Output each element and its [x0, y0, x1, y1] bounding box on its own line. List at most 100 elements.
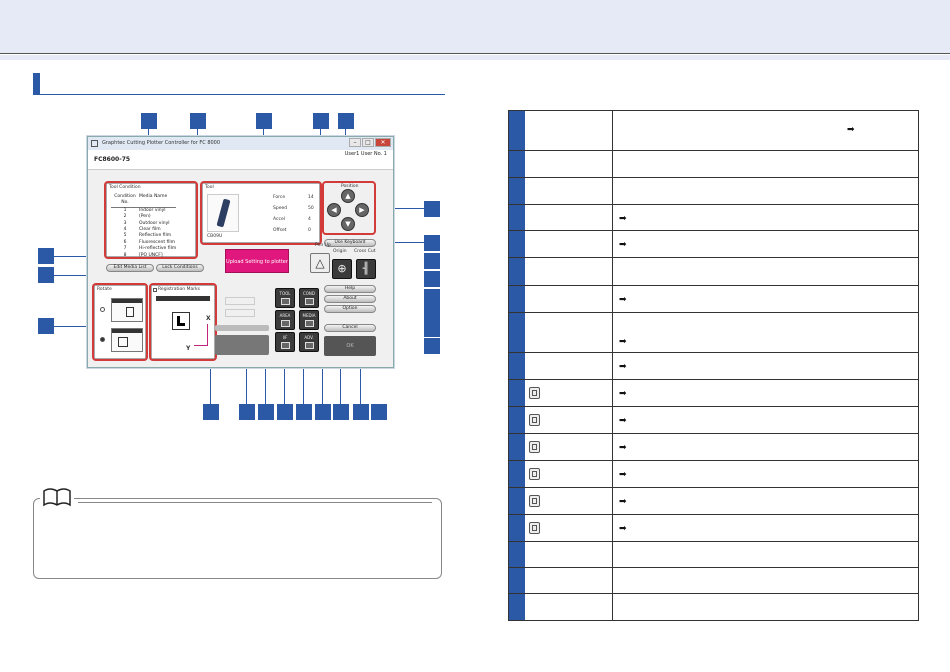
header-band: [0, 0, 950, 54]
pen-up-label: Pen Up: [315, 243, 331, 248]
table-row: ➡: [509, 461, 918, 488]
media-name: Hi-reflective film: [139, 246, 177, 252]
mark-stroke: [177, 323, 185, 326]
x-axis-label: X: [206, 315, 211, 322]
callout-marker: [203, 404, 219, 420]
media-icon: [529, 468, 540, 480]
condition-number: 2: [123, 214, 127, 220]
callout-marker: [424, 305, 440, 321]
table-row[interactable]: 3 Outdoor vinyl: [111, 221, 176, 227]
minimize-button[interactable]: –: [349, 138, 361, 147]
upload-setting-button[interactable]: Upload Setting to plotter: [225, 249, 289, 273]
row-number-cell: [509, 594, 525, 620]
pen-up-button[interactable]: △: [310, 253, 330, 273]
table-row: ➡: [509, 380, 918, 407]
tool-button-label: TOOL: [279, 291, 291, 296]
leader-line: [303, 345, 304, 404]
tool-button[interactable]: TOOL: [275, 288, 295, 308]
force-label: Force: [273, 195, 286, 200]
callout-marker: [424, 271, 440, 287]
callout-marker: [256, 113, 272, 129]
speed-value: 50: [308, 206, 314, 211]
arrow-up-button[interactable]: ▲: [341, 189, 355, 203]
row-name-cell: [525, 231, 613, 257]
table-row: [509, 594, 918, 620]
media-name: Outdoor vinyl: [139, 220, 170, 226]
callout-marker: [190, 113, 206, 129]
media-button[interactable]: MEDIA: [299, 310, 319, 330]
condition-number: 1: [123, 207, 127, 213]
advanced-button-label: ADV.: [304, 335, 314, 340]
force-value: 14: [308, 195, 314, 200]
row-number-cell: [509, 151, 525, 177]
disabled-input: [225, 309, 255, 317]
media-name: Indoor vinyl: [139, 207, 166, 213]
interface-button[interactable]: I/F: [275, 332, 295, 352]
lock-conditions-button[interactable]: Lock Conditions: [156, 264, 204, 272]
advanced-icon: [529, 522, 540, 534]
area-button-label: AREA: [279, 313, 291, 318]
ok-button[interactable]: OK: [324, 336, 376, 356]
arrow-right-button[interactable]: ▶: [355, 203, 369, 217]
interface-icon: [529, 495, 540, 507]
area-icon: [529, 441, 540, 453]
media-button-label: MEDIA: [302, 313, 316, 318]
reference-table: ➡ ➡ ➡ ➡ ➡ ➡ ➡ ➡ ➡ ➡ ➡ ➡: [508, 110, 919, 621]
condition-button[interactable]: COND: [299, 288, 319, 308]
close-button[interactable]: ✕: [375, 138, 391, 147]
callout-marker: [38, 267, 54, 283]
table-row: [509, 151, 918, 178]
origin-button[interactable]: ⊕: [332, 259, 352, 279]
row-number-cell: [509, 434, 525, 460]
leader-line: [54, 326, 92, 327]
row-name-cell: [525, 488, 613, 514]
cross-cut-button[interactable]: ╢: [356, 259, 376, 279]
table-row: ➡: [509, 286, 918, 313]
column-header: Media Name: [139, 194, 168, 199]
offset-value: 0: [308, 228, 311, 233]
media-name: Reflective film: [139, 233, 172, 239]
table-row[interactable]: 1 Indoor vinyl: [111, 208, 176, 214]
registration-checkbox[interactable]: [153, 288, 157, 292]
origin-label: Origin: [333, 249, 347, 254]
maximize-button[interactable]: □: [362, 138, 374, 147]
row-number-cell: [509, 568, 525, 593]
edit-media-list-button[interactable]: Edit Media List: [106, 264, 154, 272]
help-button[interactable]: Help: [324, 285, 376, 293]
callout-marker: [424, 338, 440, 354]
cancel-button[interactable]: Cancel: [324, 324, 376, 332]
section-heading-bar: [33, 73, 40, 95]
area-button[interactable]: AREA: [275, 310, 295, 330]
rotate-0-preview[interactable]: [111, 298, 143, 322]
media-sheet-icon: [118, 337, 128, 347]
rotate-0-radio[interactable]: [100, 307, 105, 312]
rotate-90-preview[interactable]: [111, 328, 143, 352]
memo-rule: [78, 502, 432, 503]
row-number-cell: [509, 515, 525, 541]
table-row[interactable]: 8[PO UNCF]: [111, 253, 176, 259]
row-number-cell: [509, 178, 525, 204]
arrow-left-button[interactable]: ◀: [327, 203, 341, 217]
use-keyboard-button[interactable]: Use Keyboard: [324, 239, 376, 247]
advanced-button[interactable]: ADV.: [299, 332, 319, 352]
interface-icon: [280, 342, 290, 349]
row-number-cell: [509, 461, 525, 487]
option-button[interactable]: Option: [324, 305, 376, 313]
tool-title: Tool: [205, 185, 214, 190]
arrow-right-icon: ➡: [619, 470, 627, 480]
condition-number: 3: [123, 220, 127, 226]
table-row: [509, 258, 918, 286]
arrow-right-icon: ➡: [847, 125, 855, 135]
about-button[interactable]: About: [324, 295, 376, 303]
media-name: Fluorescent film: [139, 239, 176, 245]
table-row: ➡: [509, 205, 918, 231]
rotate-90-radio[interactable]: [100, 337, 105, 342]
area-icon: [280, 320, 290, 327]
table-row[interactable]: 2(Pen): [111, 214, 176, 220]
callout-frame: [200, 181, 322, 245]
arrow-down-button[interactable]: ▼: [341, 217, 355, 231]
